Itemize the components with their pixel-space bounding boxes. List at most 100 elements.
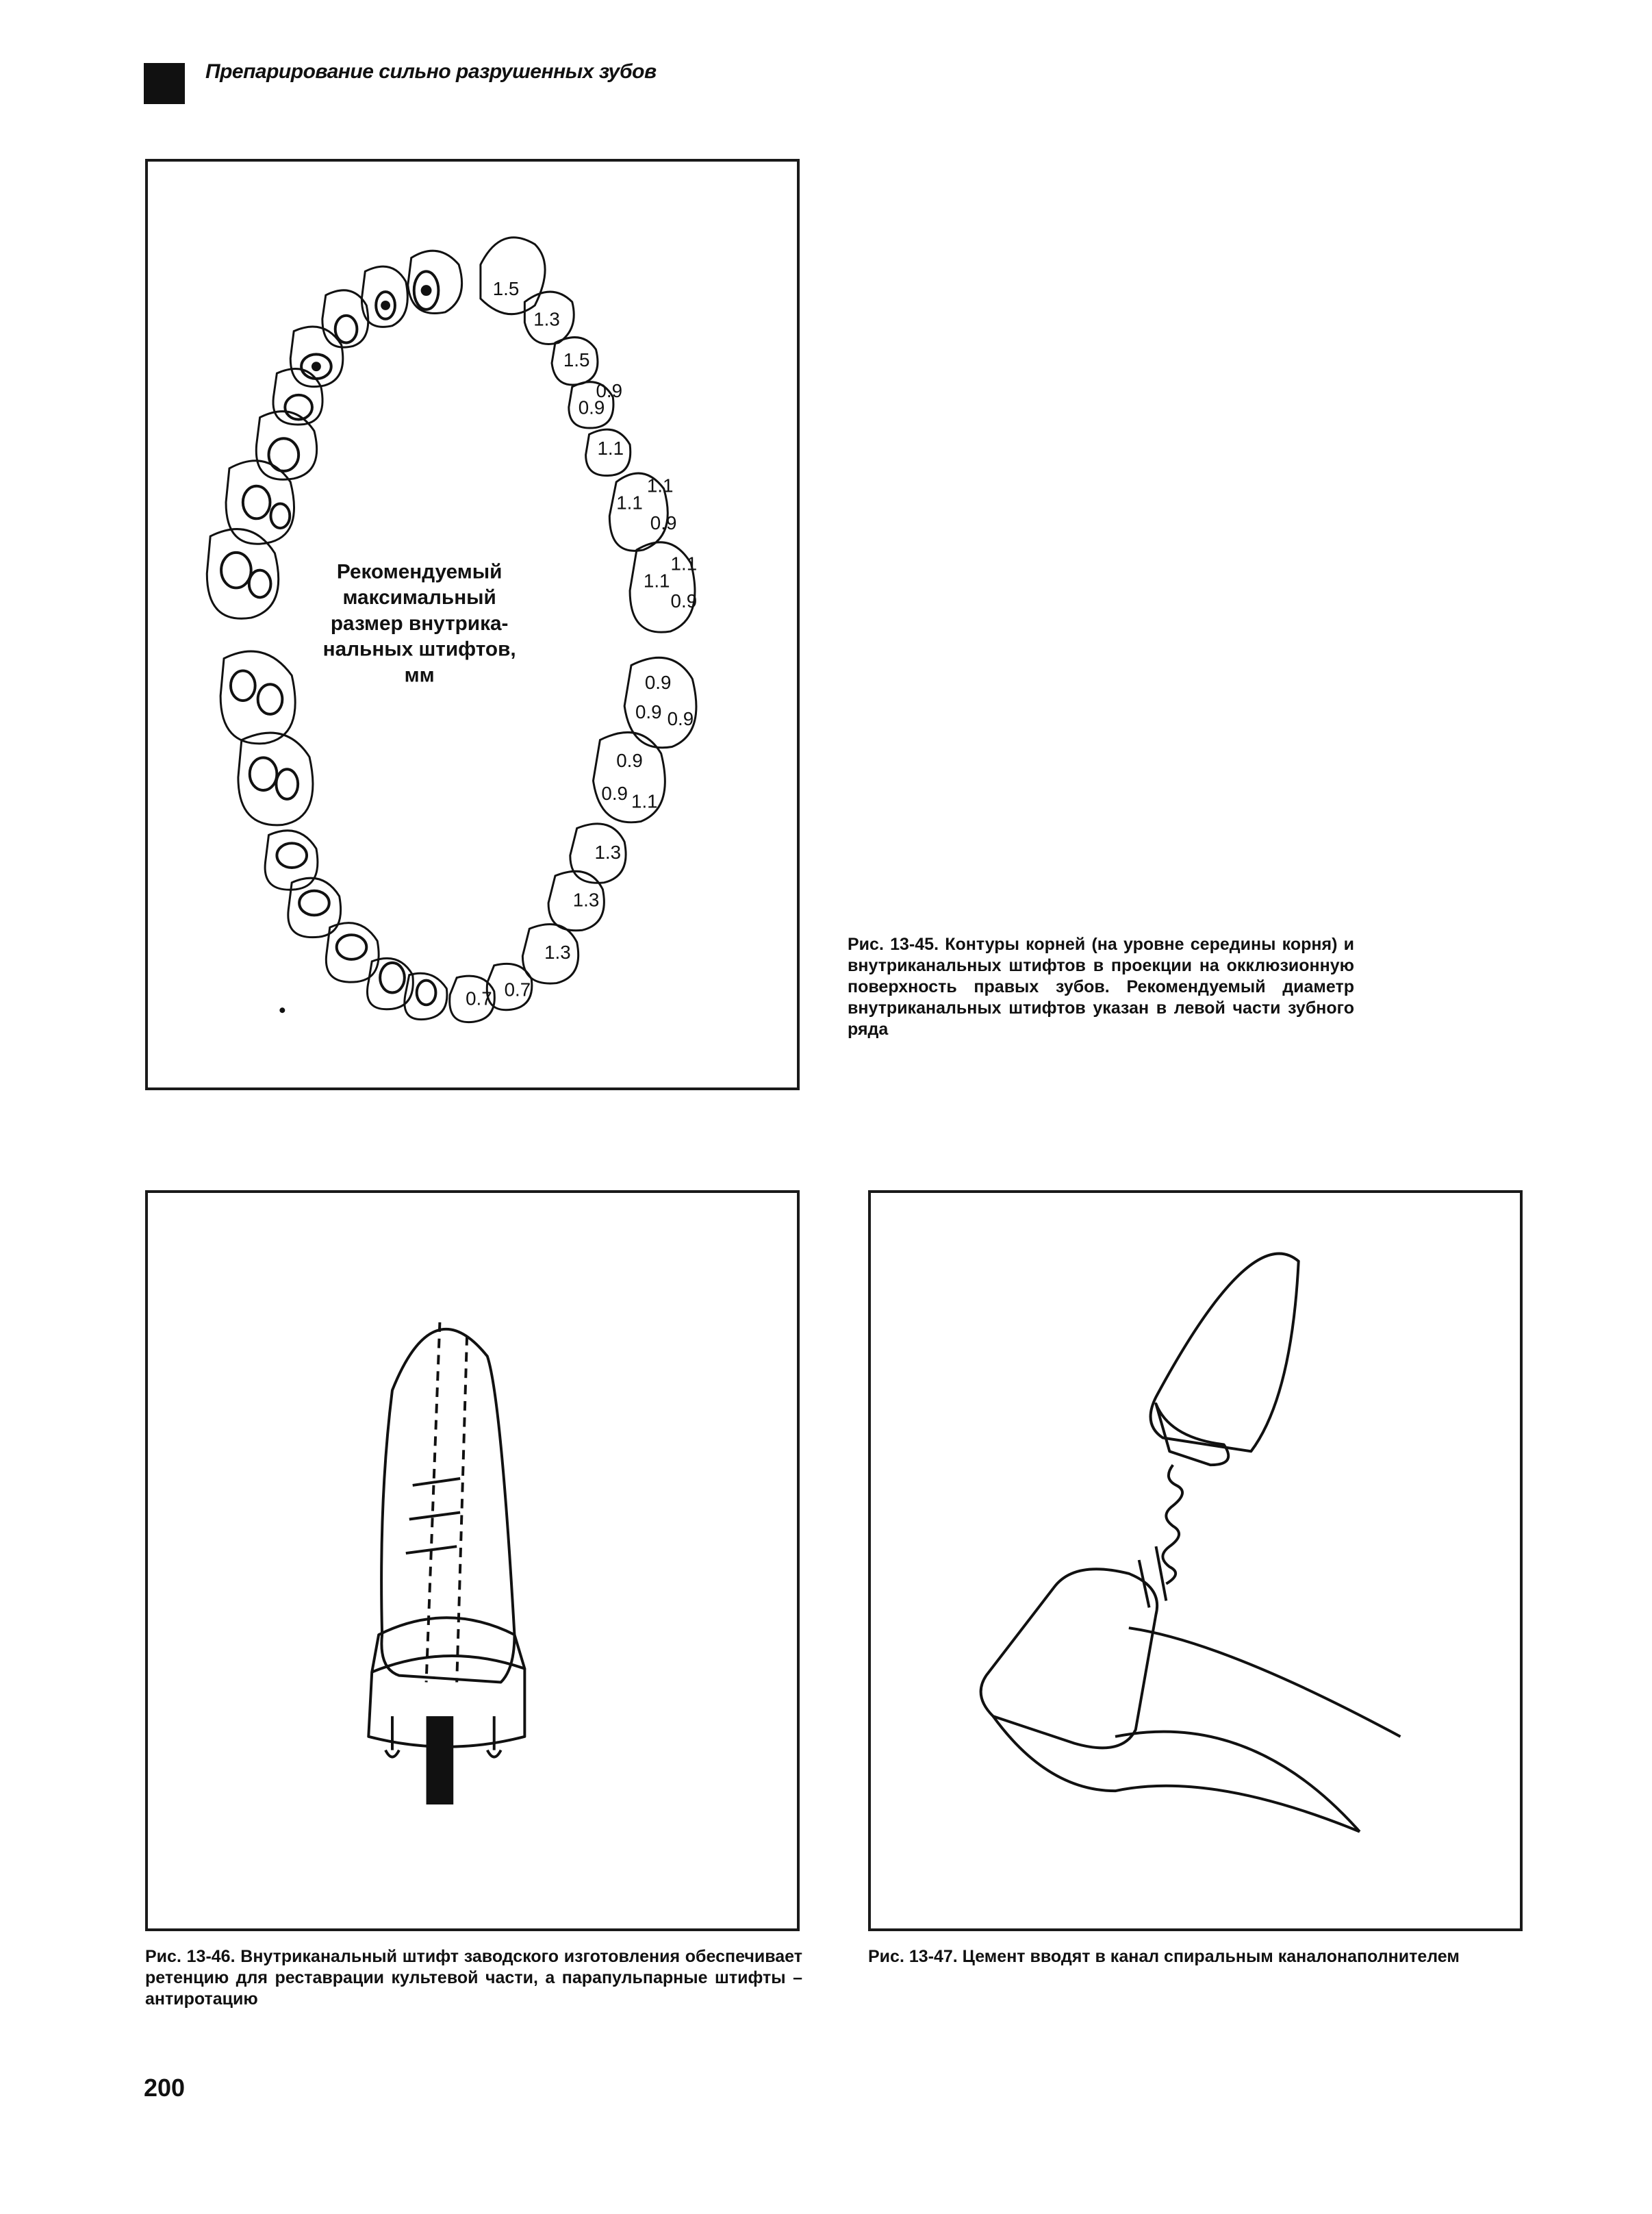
tooth-outline: [219, 650, 296, 745]
root-canal-mark: [420, 285, 432, 297]
tooth-outline: [289, 325, 344, 388]
tooth-outline: [264, 829, 319, 891]
center-label-line-4: нальных штифтов,: [323, 638, 516, 661]
speck-dot: [279, 1007, 285, 1014]
center-label-line-3: размер внутрика-: [331, 612, 509, 635]
root-canal-mark: [267, 437, 301, 473]
retention-mark: [405, 1477, 461, 1555]
running-header: Препарирование сильно разрушенных зубов: [205, 60, 657, 83]
handpiece-drawing: [979, 1252, 1401, 1833]
tooth-outline: [523, 290, 575, 345]
tooth-outline: [568, 381, 615, 429]
header-marker: [144, 63, 185, 104]
tooth-outline: [448, 974, 496, 1024]
root-canal-mark: [379, 961, 406, 994]
center-label-line-1: Рекомендуемый: [337, 561, 503, 583]
root-canal-mark: [256, 683, 284, 716]
tooth-outline: [623, 656, 698, 749]
root-canal-mark: [247, 568, 272, 599]
figure-13-47-caption: Рис. 13-47. Цемент вводят в канал спирал…: [868, 1947, 1460, 1966]
root-post-drawing: [367, 1322, 526, 1804]
figure-13-47-lentulo-illustration: [868, 1190, 1523, 1931]
tooth-value: 1.3: [594, 842, 621, 863]
tooth-outline: [321, 289, 370, 349]
tooth-value: 1.3: [544, 942, 571, 963]
tooth-outline: [237, 731, 314, 827]
root-canal-mark: [283, 393, 314, 421]
tooth-value: 1.1: [631, 791, 658, 812]
parapulpal-pin: [384, 1716, 401, 1759]
root-canal-mark: [241, 484, 272, 520]
tooth-outline: [403, 972, 448, 1021]
tooth-outline: [225, 460, 295, 545]
tooth-value: 1.3: [533, 309, 560, 330]
tooth-outline: [366, 957, 414, 1011]
tooth-outline: [550, 336, 599, 386]
tooth-outline: [547, 870, 605, 932]
tooth-outline: [585, 428, 632, 477]
center-label-line-2: максимальный: [342, 586, 496, 609]
root-canal-mark: [333, 314, 359, 344]
tooth-value: 1.3: [573, 890, 600, 911]
tooth-value: 1.5: [563, 349, 590, 370]
root-canal-mark: [248, 756, 279, 792]
dental-arch-diagram: 1.5 1.3 1.5 0.9 0.9 1.1 1.1 1.1 0.9 1.1 …: [205, 236, 698, 1024]
parapulpal-pin: [486, 1716, 503, 1759]
tooth-outline: [479, 236, 546, 316]
figure-13-45-caption: Рис. 13-45. Контуры корней (на уровне се…: [848, 935, 1354, 1039]
figure-13-46-post-illustration: [145, 1190, 800, 1931]
tooth-outline: [608, 472, 669, 552]
root-canal-mark: [220, 551, 253, 590]
tooth-value: 0.9: [650, 512, 677, 533]
tooth-value: 1.1: [647, 475, 674, 496]
tooth-value: 0.9: [668, 708, 694, 729]
tooth-value: 1.5: [493, 278, 520, 299]
post-dashed-line: [455, 1335, 469, 1683]
tooth-value: 1.1: [597, 438, 624, 459]
tooth-value: 0.9: [596, 380, 622, 401]
post-dashed-line: [424, 1322, 442, 1683]
tooth-value: 0.9: [635, 701, 662, 722]
tooth-outline: [360, 265, 409, 328]
page-number: 200: [144, 2074, 186, 2102]
root-canal-mark: [275, 842, 309, 869]
root-canal-mark: [412, 270, 440, 311]
tooth-outline: [325, 922, 380, 983]
root-canal-mark: [381, 300, 391, 310]
tooth-outline: [1149, 1252, 1300, 1453]
root-canal-mark: [415, 979, 437, 1007]
tooth-value: 1.1: [644, 570, 670, 591]
post-shank: [426, 1716, 454, 1804]
root-canal-mark: [229, 669, 257, 703]
figure-13-46-caption: Рис. 13-46. Внутриканальный штифт заводс…: [145, 1947, 802, 2009]
tooth-outline: [628, 541, 696, 633]
tooth-value: 0.9: [601, 783, 628, 804]
tooth-outline: [255, 410, 318, 481]
root-canal-mark: [311, 362, 321, 372]
root-canal-mark: [374, 290, 396, 320]
tooth-value: 0.7: [466, 988, 492, 1009]
tooth-value: 1.1: [671, 553, 698, 575]
tooth-outline: [407, 249, 463, 314]
tooth-outline: [592, 731, 666, 824]
tooth-value: 0.7: [505, 979, 531, 1000]
tooth-value: 0.9: [671, 590, 698, 612]
tooth-outline: [485, 962, 533, 1011]
figure-13-45-dental-arch: 1.5 1.3 1.5 0.9 0.9 1.1 1.1 1.1 0.9 1.1 …: [145, 159, 800, 1090]
tooth-value: 0.9: [579, 397, 605, 418]
tooth-value: 1.1: [616, 492, 643, 513]
root-canal-mark: [275, 768, 300, 801]
handpiece-body: [991, 1626, 1401, 1833]
handpiece-head: [979, 1568, 1159, 1750]
spiral-filler: [1161, 1463, 1184, 1585]
root-canal-mark: [298, 889, 331, 917]
tooth-outline: [287, 877, 342, 939]
center-label-line-5: мм: [405, 664, 435, 686]
tooth-root-outline: [380, 1328, 516, 1684]
root-canal-mark: [300, 353, 333, 381]
cervical-band: [370, 1616, 526, 1674]
tooth-outline: [569, 822, 627, 884]
root-canal-mark: [269, 502, 292, 530]
root-canal-mark: [335, 933, 368, 961]
handpiece-chuck: [1137, 1546, 1168, 1608]
